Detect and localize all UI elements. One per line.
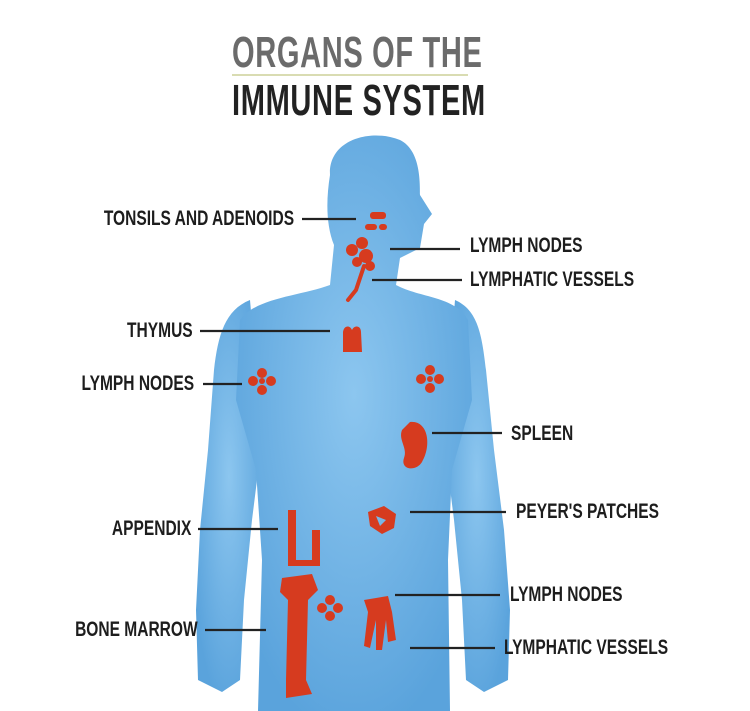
peyers-patches-shape <box>368 506 396 534</box>
armpit-lymph-nodes-right-shape <box>416 365 444 393</box>
bone-marrow-shape <box>280 574 318 698</box>
tonsils-adenoids-shape <box>365 212 387 230</box>
organs <box>248 212 444 698</box>
leg-lymphatic-vessels-shape <box>364 596 396 650</box>
leader-lines <box>198 217 506 650</box>
label-lymphatic-vessels-leg: LYMPHATIC VESSELS <box>504 636 669 659</box>
label-lymph-nodes-groin: LYMPH NODES <box>510 583 623 606</box>
appendix-shape <box>288 510 320 566</box>
label-lymphatic-vessels-neck: LYMPHATIC VESSELS <box>470 268 635 291</box>
label-bone-marrow: BONE MARROW <box>75 618 198 641</box>
label-peyers-patches: PEYER'S PATCHES <box>516 500 660 523</box>
label-appendix: APPENDIX <box>111 517 191 540</box>
thymus-shape <box>343 326 362 352</box>
spleen-shape <box>401 421 428 469</box>
neck-lymph-nodes-shape <box>346 237 375 271</box>
neck-lymphatic-vessel-shape <box>346 264 366 302</box>
armpit-lymph-nodes-left-shape <box>248 368 276 395</box>
label-lymph-nodes-armpit: LYMPH NODES <box>81 372 194 395</box>
title-line-1: ORGANS OF THE <box>232 28 483 77</box>
label-thymus: THYMUS <box>127 319 193 342</box>
label-lymph-nodes-neck: LYMPH NODES <box>470 234 583 257</box>
label-spleen: SPLEEN <box>511 422 574 445</box>
label-tonsils-adenoids: TONSILS AND ADENOIDS <box>103 207 294 230</box>
title-line-2: IMMUNE SYSTEM <box>232 76 486 125</box>
groin-lymph-nodes-shape <box>317 595 343 621</box>
